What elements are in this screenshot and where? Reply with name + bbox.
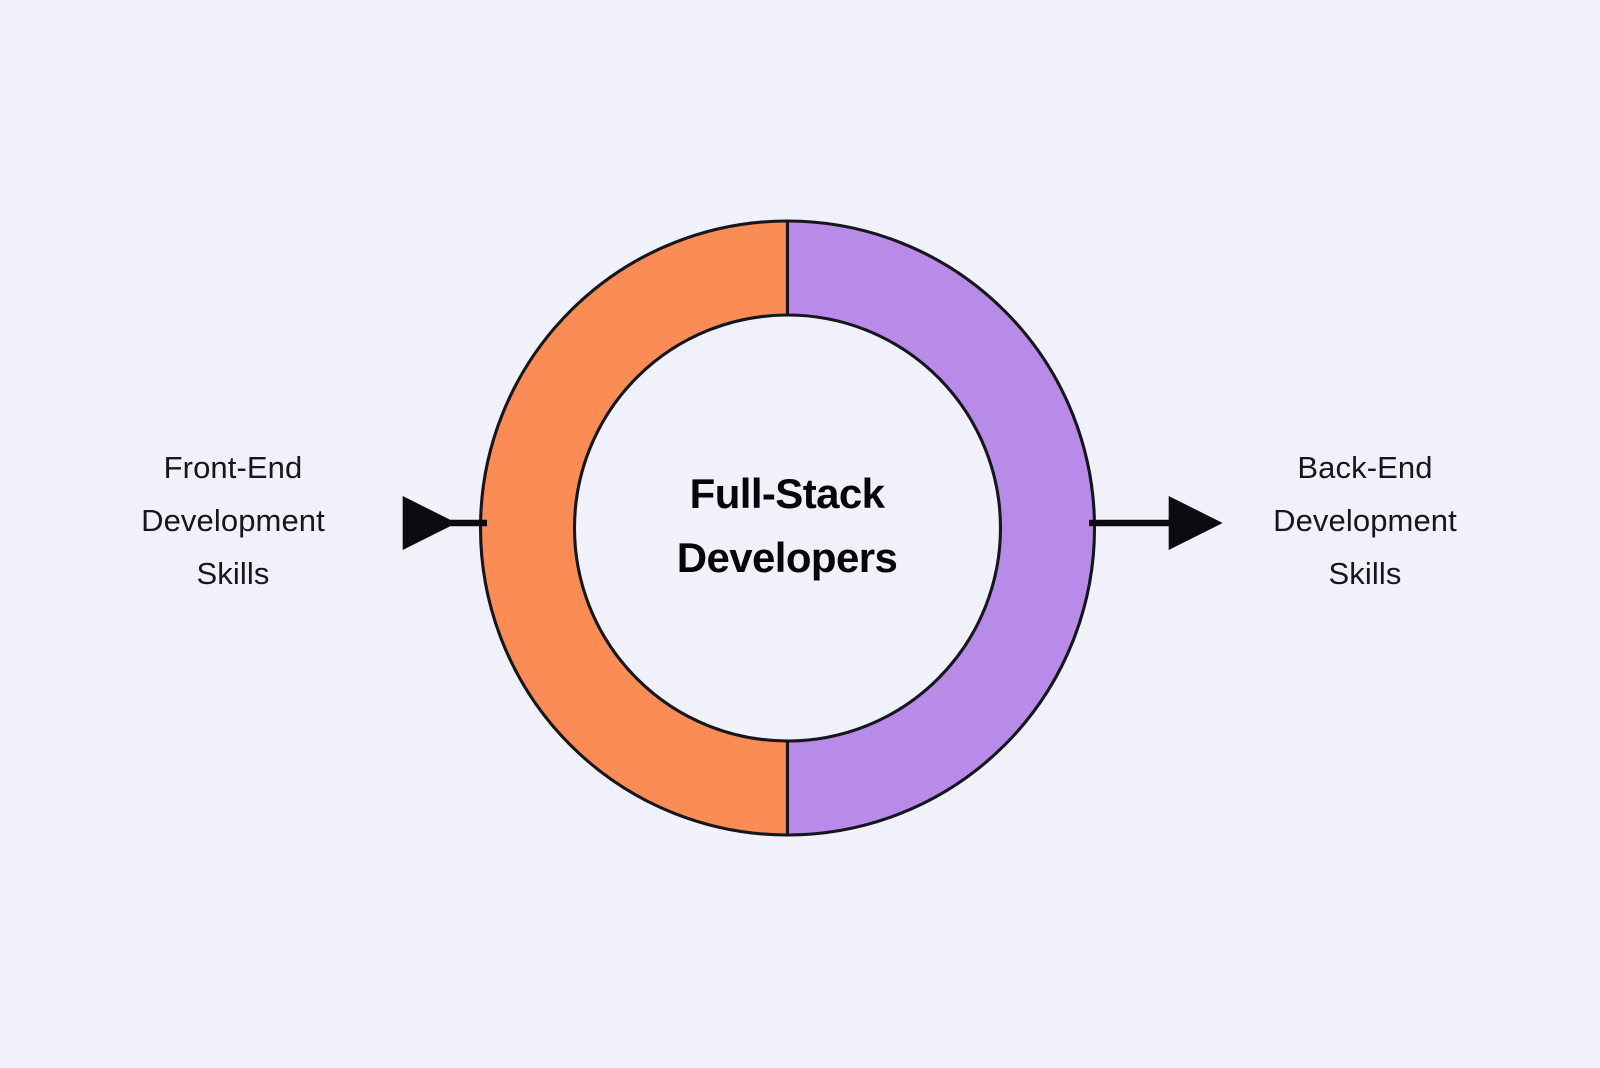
donut-segment-front-end[interactable] bbox=[479, 219, 790, 837]
center-title: Full-Stack Developers bbox=[587, 462, 987, 590]
label-front-end-line-3: Skills bbox=[196, 556, 270, 591]
label-back-end-skills: Back-End Development Skills bbox=[1192, 441, 1538, 600]
label-back-end-line-1: Back-End bbox=[1297, 450, 1433, 485]
center-title-line-2: Developers bbox=[676, 534, 898, 581]
label-back-end-line-2: Development bbox=[1273, 503, 1457, 538]
label-back-end-line-3: Skills bbox=[1328, 556, 1402, 591]
donut-segment-back-end[interactable] bbox=[785, 219, 1096, 837]
label-front-end-line-1: Front-End bbox=[163, 450, 303, 485]
center-title-line-1: Full-Stack bbox=[689, 470, 885, 517]
label-front-end-skills: Front-End Development Skills bbox=[60, 441, 406, 600]
label-front-end-line-2: Development bbox=[141, 503, 325, 538]
